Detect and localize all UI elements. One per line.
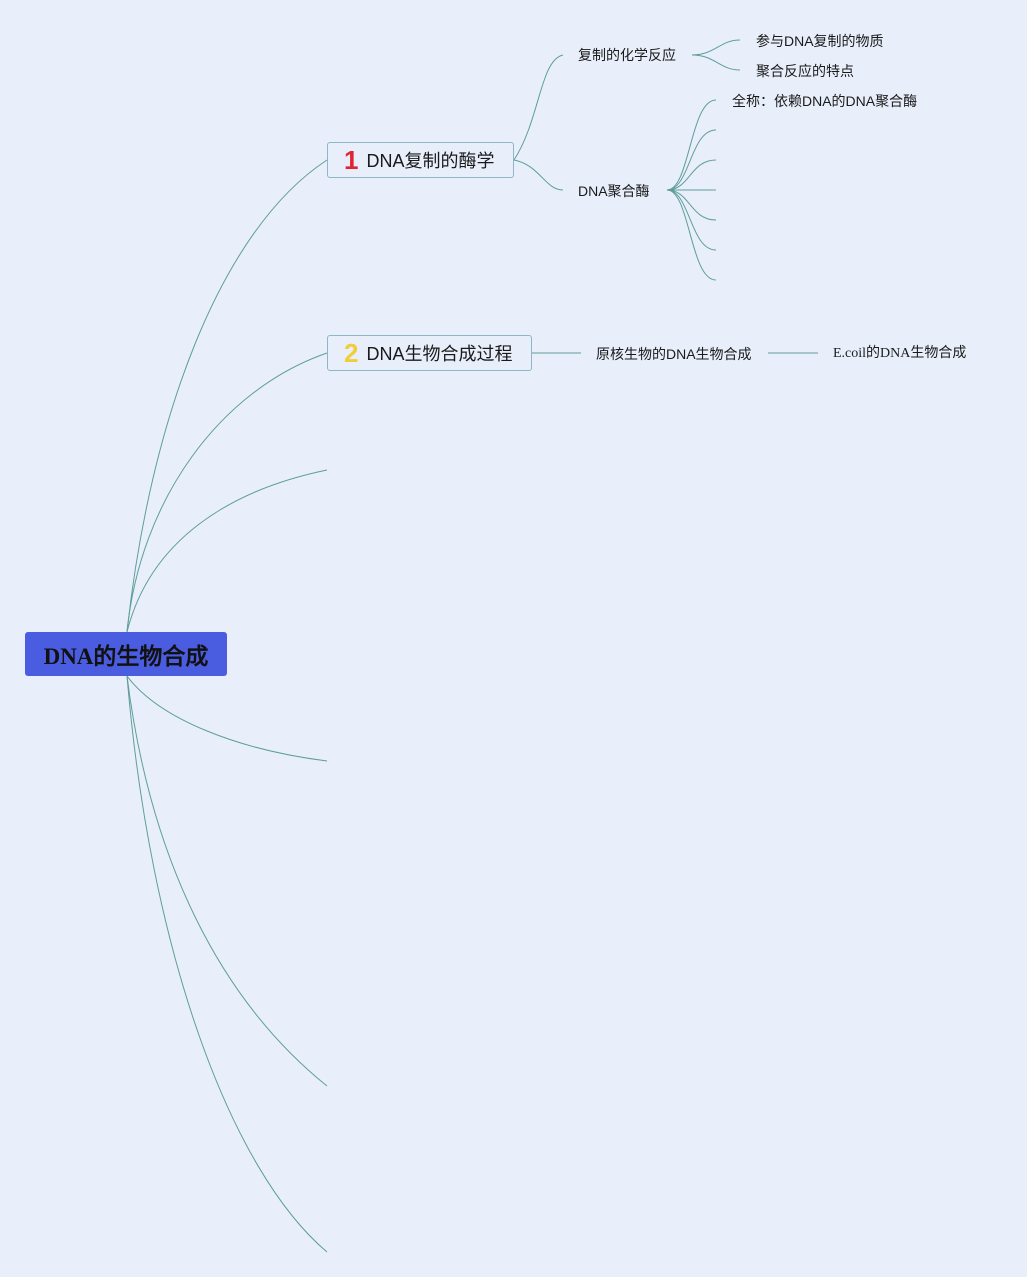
connector-branch1-chem — [513, 54, 564, 161]
connector-chem-materials — [691, 39, 741, 56]
connector-polymerase-empty6 — [666, 189, 717, 251]
connector-branch1-polymerase — [513, 159, 564, 191]
topic-polymerase-full-name[interactable]: 全称：依赖DNA的DNA聚合酶 — [732, 93, 918, 109]
root-label: DNA的生物合成 — [43, 644, 209, 669]
number-2-icon: 2 — [344, 338, 359, 368]
branch-label: DNA生物合成过程 — [366, 344, 513, 364]
branch-label: DNA复制的酶学 — [366, 151, 495, 171]
topic-dna-polymerase[interactable]: DNA聚合酶 — [578, 183, 650, 199]
connector-root-empty3 — [126, 469, 328, 633]
connector-polymerase-empty3 — [666, 159, 717, 191]
connector-polymerase-empty2 — [666, 129, 717, 191]
connector-root-branch2 — [126, 352, 328, 633]
connector-polymerase-empty7 — [666, 189, 717, 281]
connector-root-empty4 — [126, 675, 328, 762]
topic-polymerization-features[interactable]: 聚合反应的特点 — [756, 63, 854, 79]
connector-root-empty6 — [126, 675, 328, 1253]
connector-root-empty5 — [126, 675, 328, 1087]
connector-root-branch1 — [126, 159, 328, 633]
topic-prokaryote-synthesis[interactable]: 原核生物的DNA生物合成 — [596, 346, 752, 362]
number-1-icon: 1 — [344, 145, 359, 175]
connector-polymerase-full-name — [666, 99, 717, 191]
branch-node-synthesis-process[interactable]: 2 DNA生物合成过程 — [327, 335, 532, 371]
topic-ecoli-synthesis[interactable]: E.coil的DNA生物合成 — [833, 346, 967, 361]
connector-chem-features — [691, 54, 741, 71]
root-node[interactable]: DNA的生物合成 — [25, 632, 227, 676]
branch-node-enzymology[interactable]: 1 DNA复制的酶学 — [327, 142, 514, 178]
topic-chemical-reaction[interactable]: 复制的化学反应 — [578, 47, 676, 63]
topic-replication-materials[interactable]: 参与DNA复制的物质 — [756, 33, 884, 49]
connector-polymerase-empty5 — [666, 189, 717, 221]
